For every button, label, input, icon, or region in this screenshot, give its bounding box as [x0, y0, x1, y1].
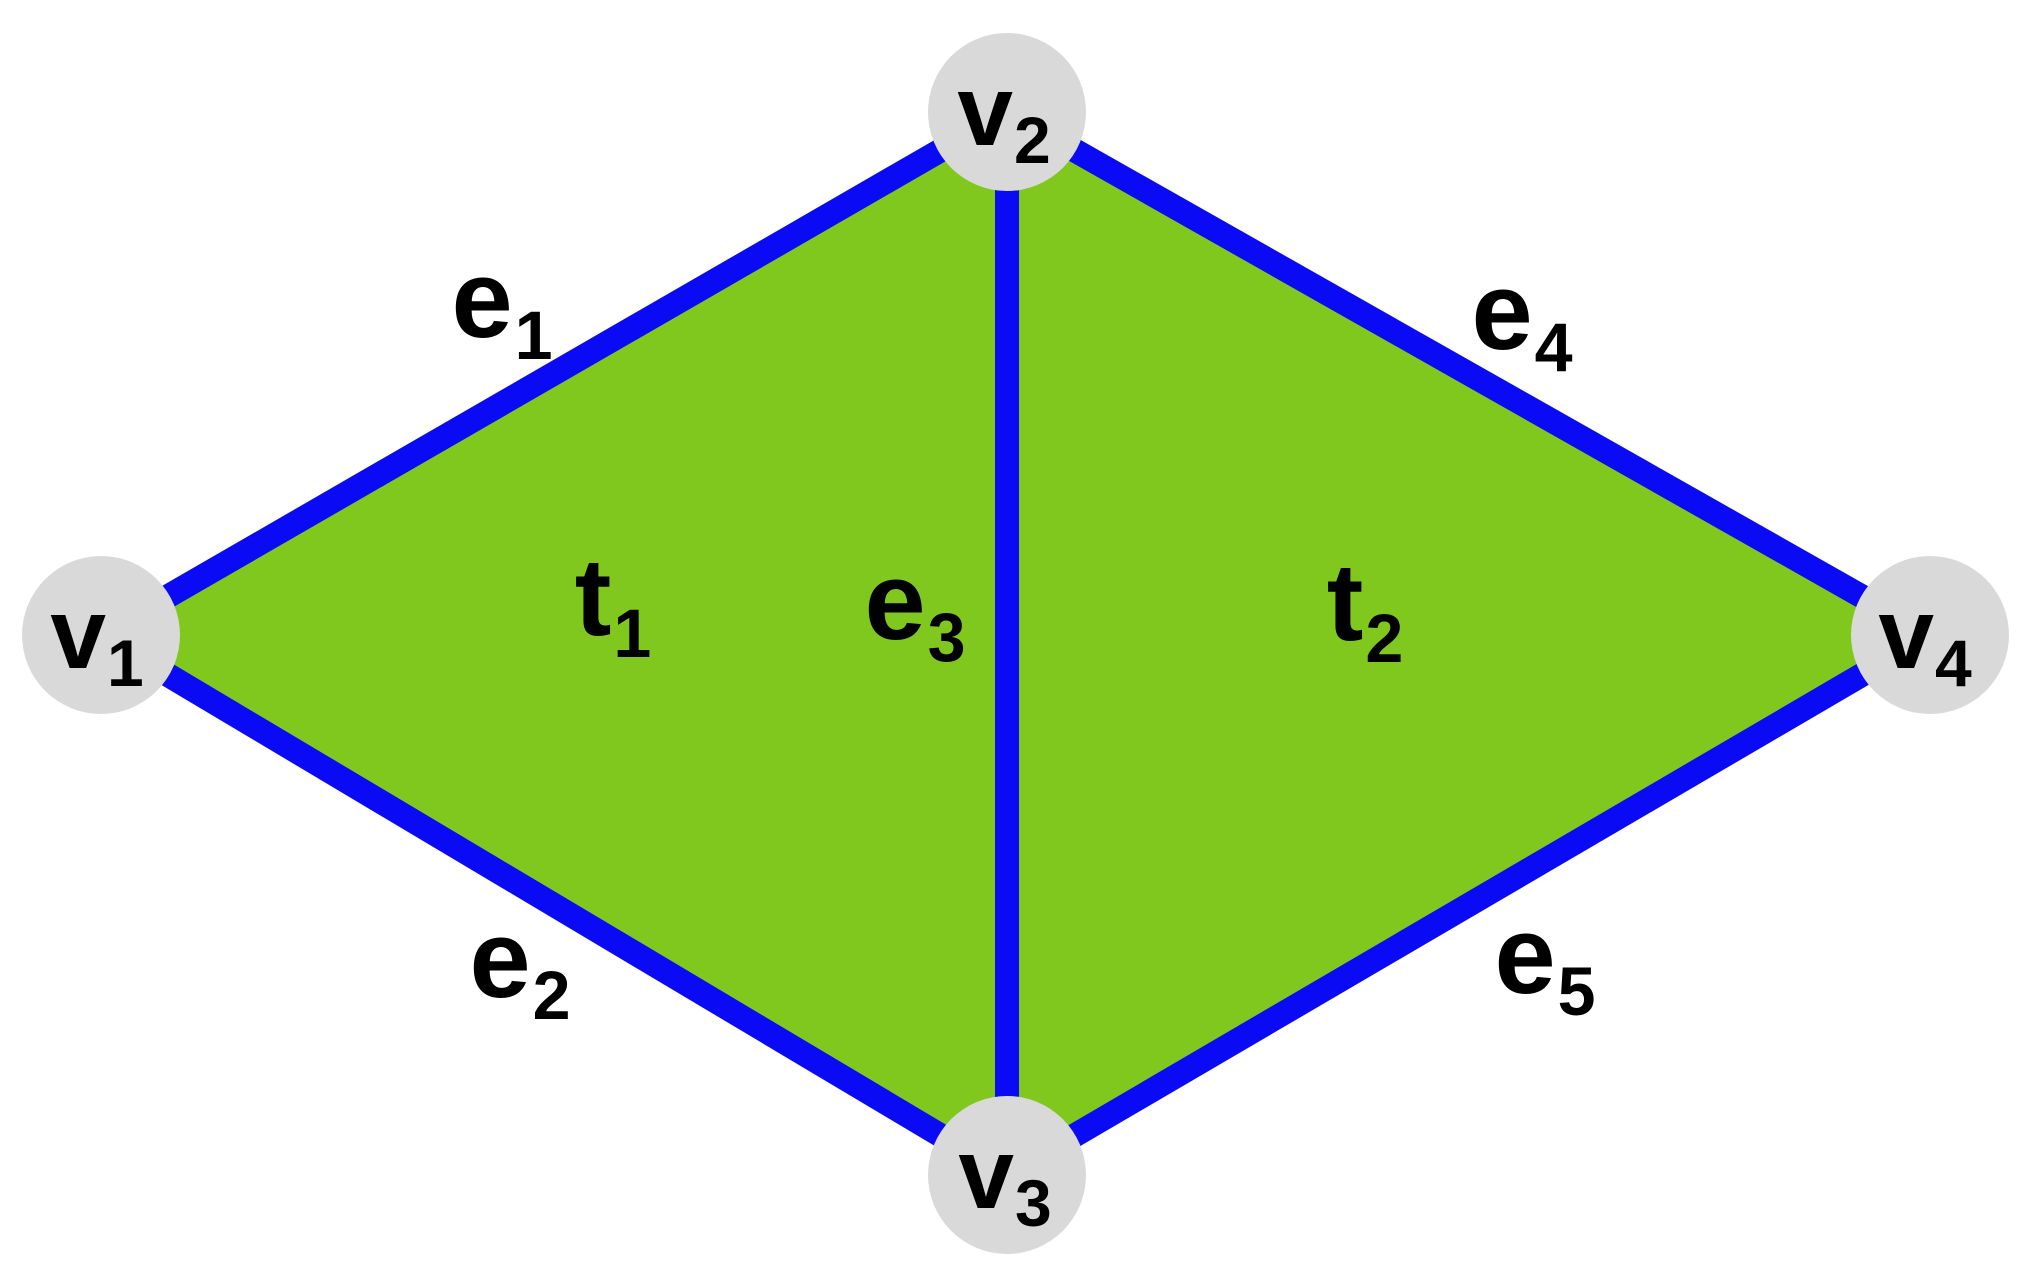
vertex-v3-circle — [928, 1096, 1086, 1254]
vertex-label-v4-sub: 4 — [1934, 626, 1972, 701]
edge-label-e4-sub: 4 — [1534, 309, 1573, 386]
vertex-label-v2-base: v — [957, 55, 1013, 167]
vertex-label-v1-base: v — [50, 578, 106, 690]
edge-e4-line — [1001, 101, 1936, 646]
triangle-label-t2-base: t — [1326, 541, 1364, 664]
edge-label-e4-base: e — [1471, 250, 1533, 373]
triangle-face-t2 — [1007, 112, 1930, 1175]
edge-e5-line — [1000, 624, 1937, 1186]
edge-label-e4: e4 — [1471, 257, 1572, 382]
edge-label-e1-sub: 1 — [514, 297, 553, 374]
edge-label-e3-base: e — [864, 540, 926, 663]
vertex-label-v3-base: v — [958, 1118, 1014, 1230]
edge-label-e1: e1 — [451, 245, 552, 370]
edge-e1-line — [95, 101, 1013, 646]
triangle-label-t2-sub: 2 — [1365, 600, 1404, 677]
edge-label-e1-base: e — [451, 238, 513, 361]
vertex-v2-circle — [928, 33, 1086, 191]
triangle-label-t2: t2 — [1327, 548, 1404, 673]
vertex-label-v1-sub: 1 — [106, 626, 144, 701]
triangle-label-t1-base: t — [574, 536, 612, 659]
edge-label-e3: e3 — [864, 547, 965, 672]
edge-label-e5-sub: 5 — [1557, 953, 1596, 1030]
triangle-label-t1-sub: 1 — [613, 595, 652, 672]
vertex-v1-circle — [22, 556, 180, 714]
vertex-label-v2-sub: 2 — [1013, 103, 1051, 178]
vertex-label-v3-sub: 3 — [1014, 1166, 1052, 1241]
vertex-label-v4: v4 — [1878, 584, 1971, 696]
edge-label-e5: e5 — [1494, 901, 1595, 1026]
vertex-label-v4-base: v — [1878, 578, 1934, 690]
edge-label-e5-base: e — [1494, 894, 1556, 1017]
edge-label-e2: e2 — [469, 905, 570, 1030]
vertex-label-v2: v2 — [957, 61, 1050, 173]
edge-label-e2-base: e — [469, 898, 531, 1021]
edge-label-e3-sub: 3 — [927, 599, 966, 676]
edge-label-e2-sub: 2 — [532, 957, 571, 1034]
vertex-label-v1: v1 — [50, 584, 143, 696]
vertex-label-v3: v3 — [958, 1124, 1051, 1236]
triangle-face-t1 — [101, 112, 1007, 1175]
triangle-label-t1: t1 — [575, 543, 652, 668]
edge-e2-line — [94, 624, 1014, 1186]
vertex-v4-circle — [1851, 556, 2009, 714]
